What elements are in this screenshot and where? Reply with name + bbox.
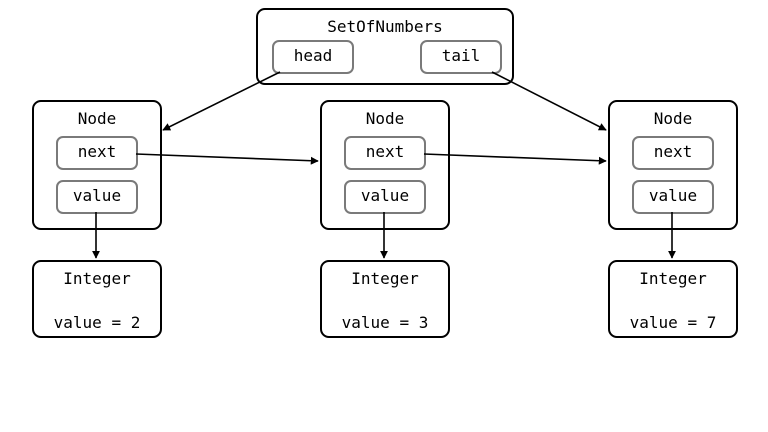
next-field-1: next	[56, 136, 138, 170]
tail-field: tail	[420, 40, 502, 74]
value-field-2: value	[344, 180, 426, 214]
integer-box-3: Integer value = 7	[608, 260, 738, 338]
head-arrow	[162, 71, 281, 131]
set-of-numbers-box: SetOfNumbers head tail	[256, 8, 514, 85]
integer-title-1: Integer	[63, 269, 131, 288]
tail-arrow	[491, 71, 607, 131]
node-title-1: Node	[77, 109, 117, 128]
next-arrow-2	[423, 153, 607, 165]
integer-title-2: Integer	[351, 269, 419, 288]
integer-value-3: value = 7	[629, 313, 717, 332]
next-field-3: next	[632, 136, 714, 170]
integer-value-1: value = 2	[53, 313, 141, 332]
next-arrow-1	[135, 153, 319, 165]
node-title-2: Node	[365, 109, 405, 128]
head-field: head	[272, 40, 354, 74]
integer-title-3: Integer	[639, 269, 707, 288]
integer-box-1: Integer value = 2	[32, 260, 162, 338]
set-of-numbers-title: SetOfNumbers	[327, 17, 443, 36]
node-box-1: Node next value	[32, 100, 162, 230]
node-title-3: Node	[653, 109, 693, 128]
node-box-2: Node next value	[320, 100, 450, 230]
value-field-1: value	[56, 180, 138, 214]
node-box-3: Node next value	[608, 100, 738, 230]
next-field-2: next	[344, 136, 426, 170]
integer-box-2: Integer value = 3	[320, 260, 450, 338]
value-field-3: value	[632, 180, 714, 214]
integer-value-2: value = 3	[341, 313, 429, 332]
